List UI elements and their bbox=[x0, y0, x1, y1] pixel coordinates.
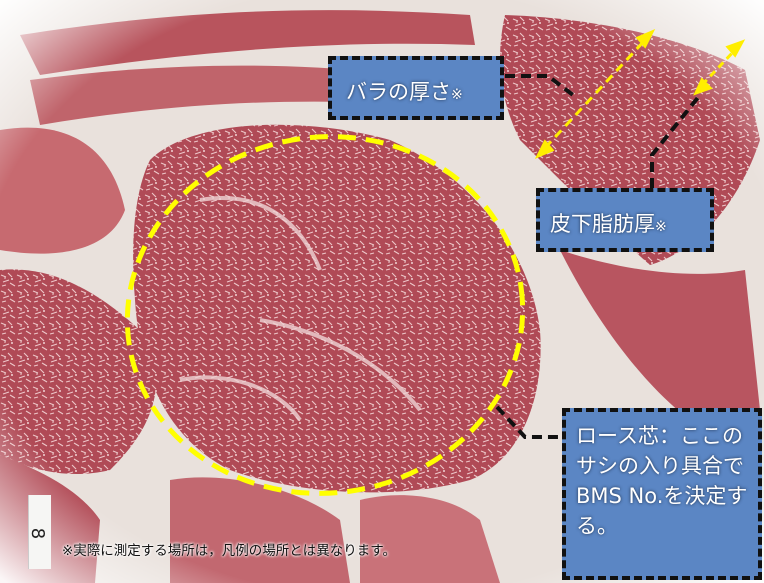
bara-thickness-label: バラの厚さ bbox=[346, 80, 451, 104]
loin-leader-line bbox=[495, 405, 562, 439]
bara-thickness-arrow bbox=[534, 29, 656, 159]
footnote-text: ※実際に測定する場所は，凡例の場所とは異なります。 bbox=[62, 543, 396, 559]
fat-leader-line bbox=[650, 93, 702, 188]
loin-core-label: ロース芯：ここのサシの入り具合でBMS No.を決定する。 bbox=[576, 424, 748, 538]
fat-note-mark: ※ bbox=[655, 219, 667, 235]
subcutaneous-fat-callout: 皮下脂肪厚※ bbox=[536, 188, 714, 252]
bara-thickness-callout: バラの厚さ※ bbox=[328, 56, 504, 120]
subcutaneous-fat-label: 皮下脂肪厚 bbox=[550, 212, 655, 236]
ribeye-outline-ellipse bbox=[124, 134, 526, 496]
fat-thickness-arrow bbox=[693, 39, 746, 96]
loin-core-callout: ロース芯：ここのサシの入り具合でBMS No.を決定する。 bbox=[562, 408, 762, 580]
bara-note-mark: ※ bbox=[451, 87, 463, 103]
ruler-number: 8 bbox=[27, 527, 49, 540]
bara-leader-line bbox=[505, 74, 579, 100]
ruler-tag: 8 bbox=[27, 495, 51, 569]
